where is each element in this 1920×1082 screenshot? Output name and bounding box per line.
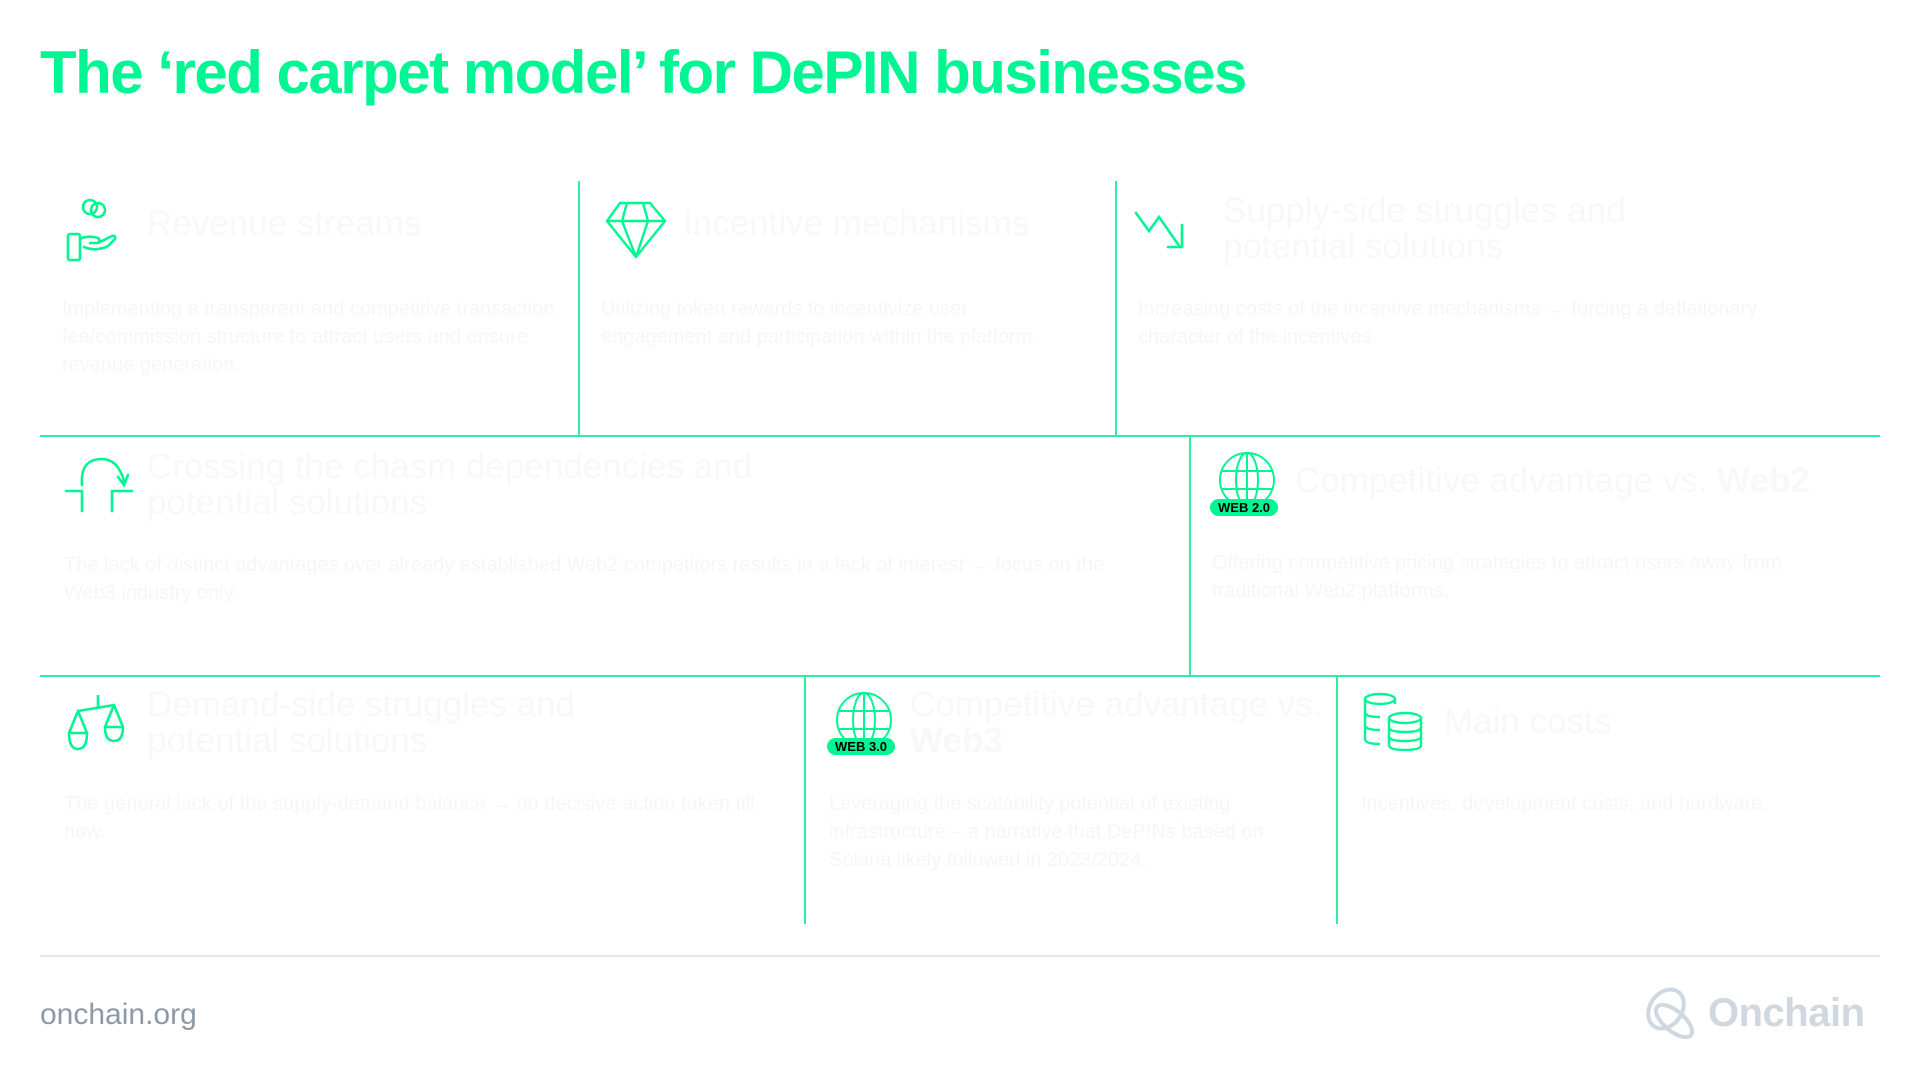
heading-bold-text: Web2 [1717, 461, 1810, 500]
footer-divider [40, 955, 1880, 957]
heading-bold-text: Web3 [910, 721, 1003, 760]
page-title: The ‘red carpet model’ for DePIN busines… [40, 39, 1247, 106]
cell-heading: Incentive mechanisms [683, 204, 1030, 243]
diamond-icon [605, 201, 667, 259]
cell-body: Implementing a transparent and competiti… [62, 298, 555, 376]
cell-supply-side: Supply-side struggles and potential solu… [1116, 181, 1880, 435]
heading-text: Competitive advantage vs. [910, 685, 1323, 724]
footer-site-link[interactable]: onchain.org [40, 998, 197, 1031]
divider [40, 675, 1880, 677]
cell-heading: Crossing the chasm dependencies and pote… [147, 447, 753, 522]
cell-body: Leveraging the scalability potential of … [829, 793, 1264, 871]
divider [578, 181, 580, 436]
cell-heading: Revenue streams [147, 204, 422, 243]
divider [1115, 181, 1117, 436]
cell-heading: Demand-side struggles and potential solu… [147, 685, 576, 760]
scales-icon [67, 695, 125, 751]
cell-heading: Supply-side struggles and potential solu… [1223, 191, 1626, 266]
trend-down-icon [1134, 211, 1184, 249]
hand-coins-icon [66, 198, 117, 262]
cell-body: The general lack of the supply-demand ba… [64, 793, 755, 843]
onchain-logo-icon [1646, 987, 1695, 1040]
cell-body: Utilizing token rewards to incentivize u… [601, 298, 1038, 348]
heading-text: Competitive advantage vs. [1295, 461, 1718, 500]
onchain-logo-text: Onchain [1708, 990, 1865, 1035]
chasm-jump-icon [64, 457, 134, 513]
divider [1336, 676, 1338, 924]
cell-heading: Competitive advantage vs. Web2 [1295, 463, 1810, 499]
divider [40, 435, 1880, 437]
cell-body: Increasing costs of the incentive mechan… [1138, 298, 1758, 348]
divider [804, 676, 806, 924]
cell-main-costs: Main costs Incentives, development costs… [1337, 677, 1880, 924]
onchain-logo: Onchain [1640, 985, 1865, 1041]
web2-badge: WEB 2.0 [1210, 499, 1279, 516]
cell-competitive-advantage-web3: WEB 3.0 Competitive advantage vs. Web3 L… [805, 677, 1336, 924]
cell-competitive-advantage-web2: WEB 2.0 Competitive advantage vs. Web2 O… [1190, 437, 1880, 675]
cell-body: Offering competitive pricing strategies … [1212, 552, 1782, 602]
coin-stacks-icon [1363, 692, 1423, 751]
cell-crossing-the-chasm: Crossing the chasm dependencies and pote… [40, 437, 1189, 675]
divider [1189, 436, 1191, 676]
cell-incentive-mechanisms: Incentive mechanisms Utilizing token rew… [579, 181, 1115, 435]
cell-heading: Competitive advantage vs. Web3 [910, 687, 1330, 759]
cell-heading: Main costs [1444, 702, 1612, 741]
cell-revenue-streams: Revenue streams Implementing a transpare… [40, 181, 578, 435]
cell-body: Incentives, development costs, and hardw… [1361, 793, 1768, 815]
cell-body: The lack of distinct advantages over alr… [64, 554, 1105, 604]
cell-demand-side: Demand-side struggles and potential solu… [40, 677, 804, 924]
web3-badge: WEB 3.0 [827, 738, 896, 755]
